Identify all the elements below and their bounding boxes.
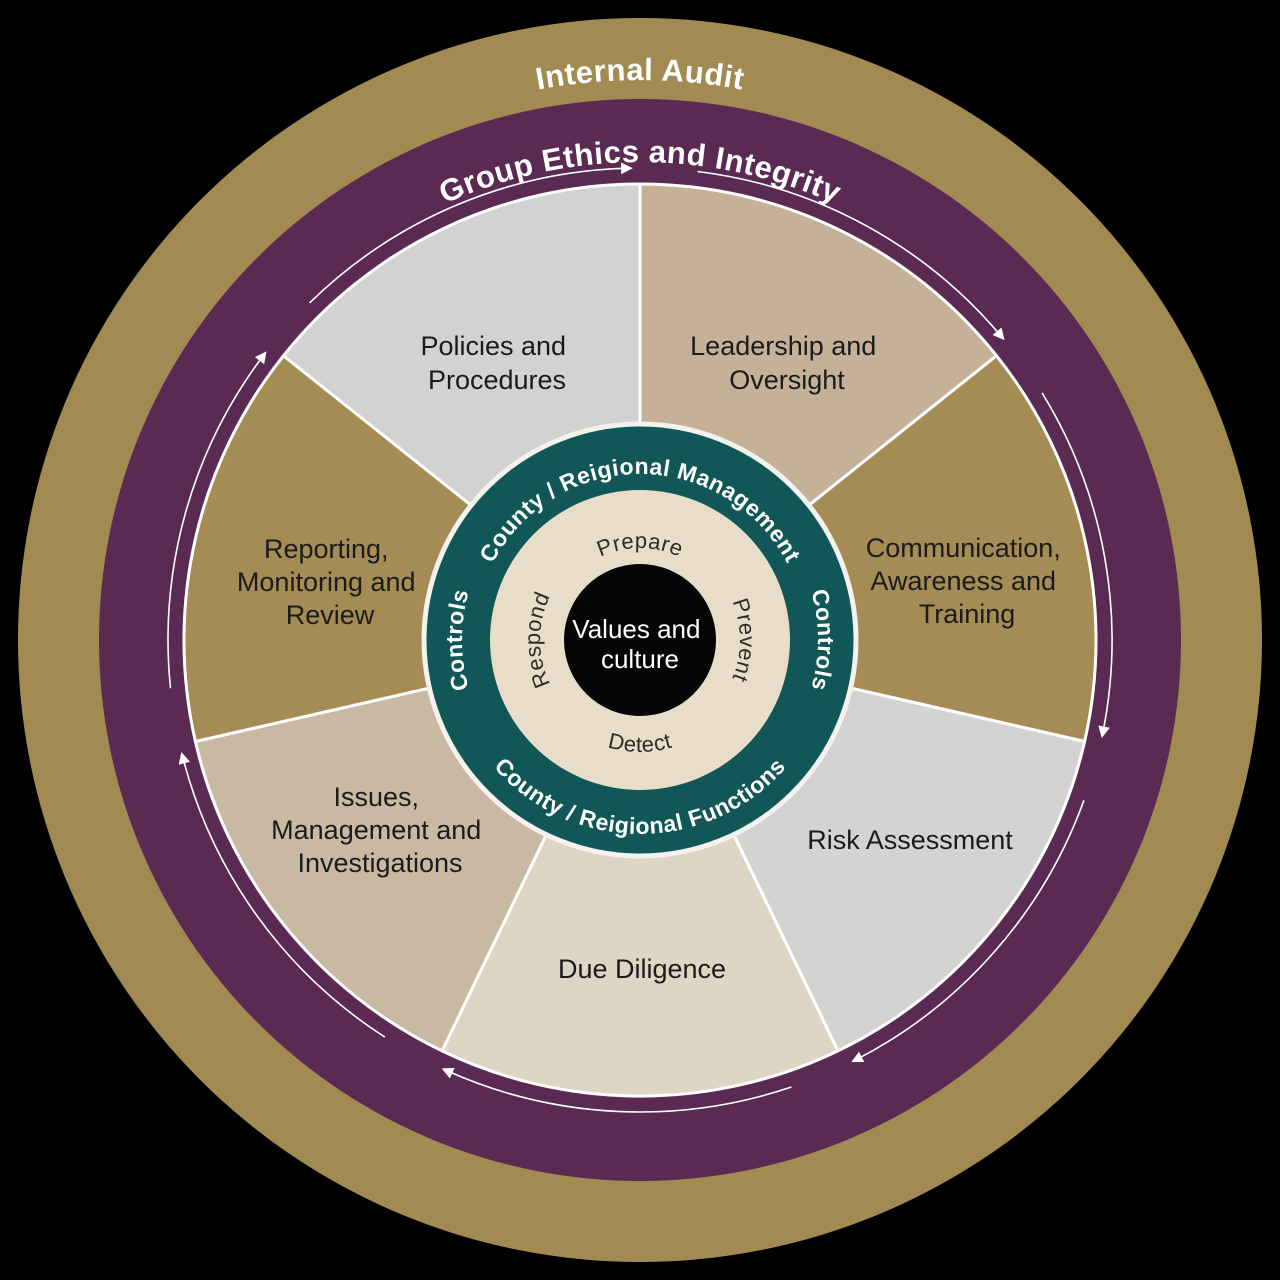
clockwise-flow-arrow: [441, 1067, 792, 1113]
reporting-monitoring-review-label: Reporting, Monitoring and Review: [237, 534, 423, 630]
clockwise-flow-arrow: [309, 162, 633, 304]
due-diligence-label: Due Diligence: [558, 954, 726, 984]
leadership-and-oversight-label: Leadership and Oversight: [690, 331, 884, 395]
values-and-culture-label: Values and culture: [572, 614, 707, 674]
detect-label: Detect: [606, 728, 674, 757]
clockwise-flow-arrow: [178, 751, 386, 1038]
values-culture-core: [564, 564, 716, 716]
clockwise-flow-arrow: [697, 170, 1005, 341]
issues-management-investigations-label: Issues, Management and Investigations: [271, 782, 489, 878]
risk-assessment-label: Risk Assessment: [807, 825, 1013, 855]
flow-arrows: [167, 162, 1113, 1113]
segment-wedge-due-diligence: [440, 638, 840, 1098]
clockwise-flow-arrow: [1041, 392, 1113, 738]
policies-and-procedures-label: Policies and Procedures: [420, 331, 573, 395]
clockwise-flow-arrow: [851, 800, 1085, 1063]
communication-awareness-training-label: Communication, Awareness and Training: [866, 533, 1069, 629]
clockwise-flow-arrow: [167, 351, 267, 689]
